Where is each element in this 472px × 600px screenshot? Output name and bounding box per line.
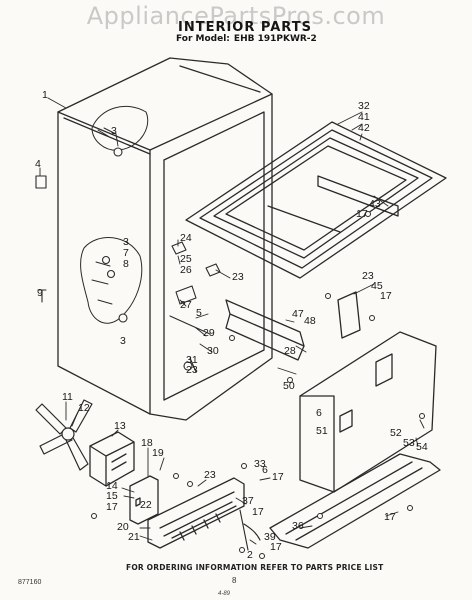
callout: 13 [114,420,126,432]
callout: 17 [272,471,284,483]
mounting-plate [337,291,361,339]
callout: 2 [247,549,253,561]
callout: 6 [316,407,322,419]
callout: 50 [283,380,295,392]
callout: 27 [180,299,192,311]
page-number: 8 [232,576,237,585]
callout: 1 [42,89,48,101]
model-number: EHB 191PKWR-2 [233,34,317,44]
callout: 8 [123,258,129,270]
motor-bracket [129,475,159,525]
callout: 15 [106,490,118,502]
callout: 17 [270,541,282,553]
model-label: For Model: [176,34,230,44]
drain-trough [269,453,441,549]
leader-lines [39,97,425,545]
callout: 5 [196,307,202,319]
callout: 7 [123,247,129,259]
callout: 42 [358,122,370,134]
door-frame-gasket [185,121,447,279]
callout: 23 [204,469,216,481]
callout: 29 [203,327,215,339]
callout: 4 [35,158,41,170]
callout: 48 [304,315,316,327]
callout: 17 [106,501,118,513]
callout: 12 [78,402,90,414]
callout: 17 [252,506,264,518]
callout: 3 [120,335,126,347]
diagram-title: INTERIOR PARTS [178,20,312,35]
callout: 3 [123,236,129,248]
callout: 30 [207,345,219,357]
fan-blade [35,399,93,471]
callout: 17 [380,290,392,302]
hinge-parts [169,241,221,373]
date-code: 4-89 [218,591,231,597]
callout: 24 [180,232,192,244]
callout: 25 [180,253,192,265]
callout: 14 [106,480,118,492]
callout: 20 [117,521,129,533]
ordering-info-note: FOR ORDERING INFORMATION REFER TO PARTS … [126,563,384,572]
callout: 53 [403,437,415,449]
callout: 23 [362,270,374,282]
callout: 23 [186,364,198,376]
callout: 41 [358,111,370,123]
callout: 37 [242,495,254,507]
callout: 6 [262,464,268,476]
callout: 33 [254,458,266,470]
callout: 17 [356,208,368,220]
drawing-code: 877160 [18,579,42,586]
callout: 32 [358,100,370,112]
callout: 18 [141,437,153,449]
cabinet-fasteners [35,147,128,323]
callout: 45 [371,280,383,292]
callout: 3 [111,125,117,137]
callout: 22 [140,499,152,511]
heater-wire [239,509,261,551]
callout: 54 [416,441,428,453]
watermark: AppliancePartsPros.com [86,2,386,30]
callout: 11 [62,391,73,403]
callout: 21 [128,531,140,543]
callout: 31 [186,354,198,366]
center-rail-bracket [225,299,305,361]
model-line: For Model:EHB 191PKWR-2 [176,34,321,44]
evaporator-cover [147,477,245,549]
callout: 43 [369,198,381,210]
callout: 36 [292,520,304,532]
callout: 51 [316,425,328,437]
callout: 17 [384,511,396,523]
callout: 52 [390,427,402,439]
callout: 23 [232,271,244,283]
callout: 47 [292,308,304,320]
access-panel [299,331,437,493]
callout: 26 [180,264,192,276]
cabinet-liner [57,57,273,421]
callout: 19 [152,447,164,459]
fan-motor [89,431,135,487]
callout: 9 [37,287,43,299]
callout: 39 [264,531,276,543]
screws [91,211,425,559]
callout: 28 [284,345,296,357]
